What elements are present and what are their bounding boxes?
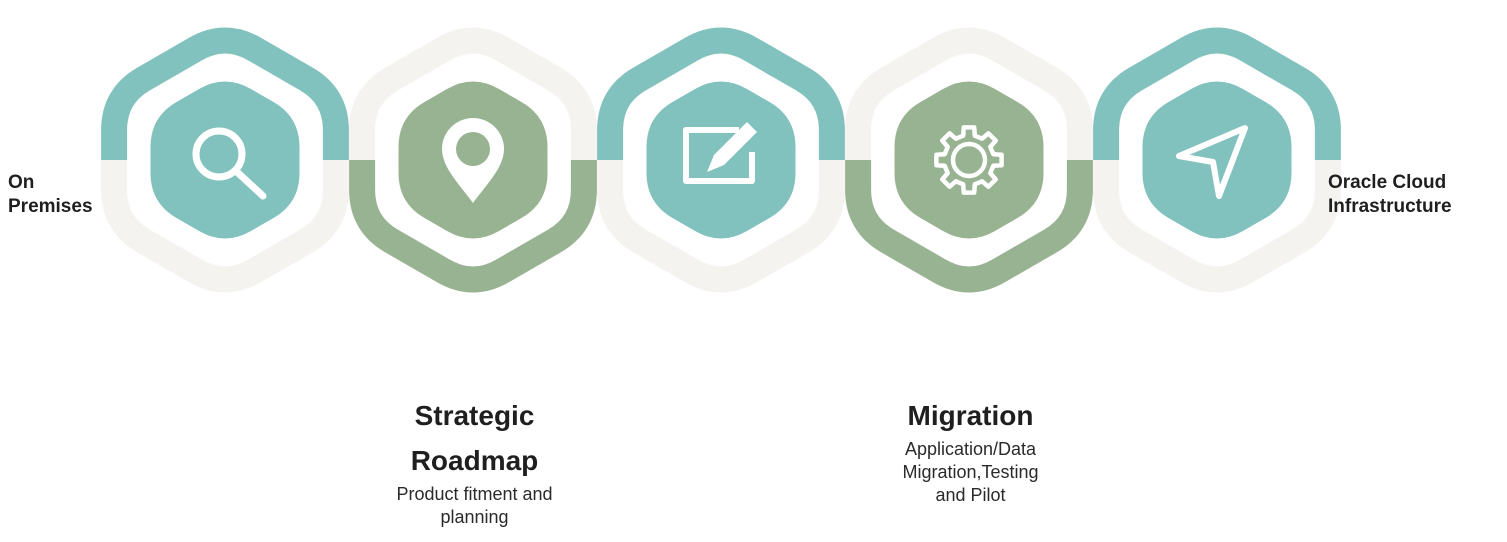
step-hexagon bbox=[1142, 81, 1292, 239]
step-description: Application/Data Migration,Testing and P… bbox=[848, 438, 1093, 507]
send-icon bbox=[1176, 125, 1248, 199]
step-title-line: Strategic bbox=[414, 400, 535, 431]
gear-icon bbox=[934, 125, 1004, 195]
source-label: On Premises bbox=[8, 171, 93, 219]
step-description-line: Application/Data bbox=[904, 439, 1037, 459]
step-icons bbox=[192, 118, 1248, 203]
target-label: Oracle Cloud Infrastructure bbox=[1328, 171, 1452, 219]
target-label-line: Oracle Cloud bbox=[1328, 172, 1447, 193]
step-migration: Migration Application/Data Migration,Tes… bbox=[848, 393, 1093, 507]
step-description-line: Product fitment and bbox=[396, 484, 553, 504]
step-title-line: Migration bbox=[907, 400, 1034, 431]
search-icon bbox=[192, 127, 267, 200]
step-description-line: planning bbox=[440, 507, 509, 527]
source-label-line: Premises bbox=[8, 196, 93, 217]
ring-arc-top bbox=[101, 27, 349, 160]
step-strategic-roadmap: Strategic Roadmap Product fitment and pl… bbox=[352, 393, 597, 529]
step-hexagon bbox=[894, 81, 1044, 239]
edit-icon bbox=[683, 122, 757, 184]
step-description-line: and Pilot bbox=[935, 485, 1006, 505]
location-pin-icon bbox=[442, 118, 504, 203]
step-description: Product fitment and planning bbox=[352, 483, 597, 529]
step-title-line: Roadmap bbox=[410, 445, 539, 476]
target-label-line: Infrastructure bbox=[1328, 196, 1452, 217]
ring-arc-top bbox=[597, 27, 845, 160]
ring-arc-bottom bbox=[845, 160, 1093, 293]
ring-arc-bottom bbox=[349, 160, 597, 293]
ring-arcs bbox=[101, 27, 1341, 293]
step-title: Migration bbox=[848, 393, 1093, 438]
step-title: Strategic Roadmap bbox=[352, 393, 597, 483]
step-hexagon bbox=[150, 81, 300, 239]
step-description-line: Migration,Testing bbox=[902, 462, 1039, 482]
source-label-line: On bbox=[8, 172, 35, 193]
ring-arc-top bbox=[1093, 27, 1341, 160]
